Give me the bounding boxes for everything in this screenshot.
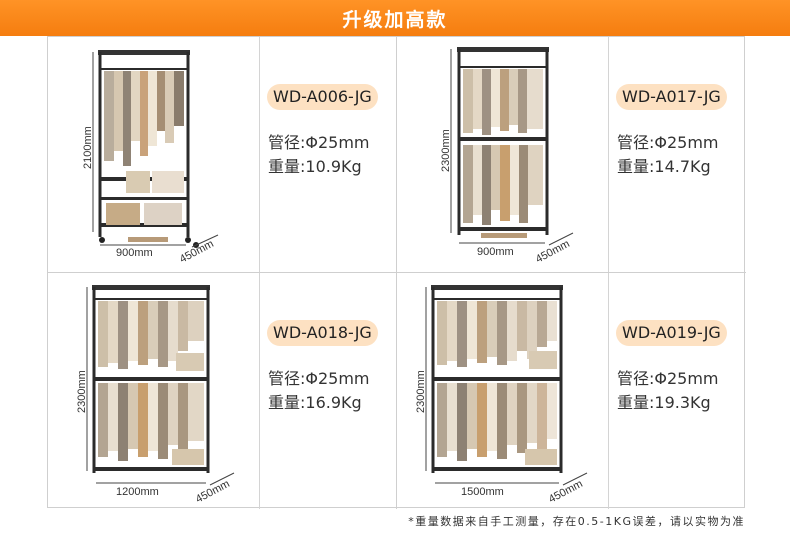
height-dimension-label: 2300mm xyxy=(415,370,427,413)
depth-dimension-label: 450mm xyxy=(534,238,572,266)
product-image: 2300mm 1500mm 450mm xyxy=(397,273,609,509)
pipe-spec: 管径:Φ25mm xyxy=(617,133,719,152)
model-badge: WD-A017-JG xyxy=(616,84,727,110)
header-banner: 升级加高款 xyxy=(0,0,790,36)
product-info: WD-A019-JG 管径:Φ25mm 重量:19.3Kg xyxy=(609,273,746,509)
product-info: WD-A018-JG 管径:Φ25mm 重量:16.9Kg xyxy=(260,273,396,509)
height-dimension-label: 2100mm xyxy=(82,126,94,169)
disclaimer-note: *重量数据来自手工测量，存在0.5-1KG误差，请以实物为准 xyxy=(408,515,745,528)
weight-spec: 重量:14.7Kg xyxy=(617,157,711,176)
weight-spec: 重量:10.9Kg xyxy=(268,157,362,176)
product-info: WD-A017-JG 管径:Φ25mm 重量:14.7Kg xyxy=(609,37,746,272)
depth-dimension-label: 450mm xyxy=(178,238,216,266)
product-grid: 2100mm 900mm 450mm WD-A006-JG 管径:Φ25mm 重… xyxy=(47,36,746,509)
depth-dimension-label: 450mm xyxy=(547,478,585,506)
width-dimension-label: 900mm xyxy=(477,246,514,258)
product-card: 2300mm 1200mm 450mm WD-A018-JG 管径:Φ25mm … xyxy=(48,273,397,509)
width-dimension-label: 1200mm xyxy=(116,486,159,498)
model-badge: WD-A018-JG xyxy=(267,320,378,346)
weight-spec: 重量:19.3Kg xyxy=(617,393,711,412)
product-image: 2300mm 1200mm 450mm xyxy=(48,273,260,509)
pipe-spec: 管径:Φ25mm xyxy=(268,369,370,388)
width-dimension-label: 900mm xyxy=(116,247,153,259)
product-image: 2300mm 900mm 450mm xyxy=(397,37,609,272)
header-title: 升级加高款 xyxy=(342,8,448,31)
pipe-spec: 管径:Φ25mm xyxy=(268,133,370,152)
model-badge: WD-A006-JG xyxy=(267,84,378,110)
product-card: 2300mm 1500mm 450mm WD-A019-JG 管径:Φ25mm … xyxy=(397,273,746,509)
model-badge: WD-A019-JG xyxy=(616,320,727,346)
depth-dimension-label: 450mm xyxy=(194,478,232,506)
pipe-spec: 管径:Φ25mm xyxy=(617,369,719,388)
width-dimension-label: 1500mm xyxy=(461,486,504,498)
product-info: WD-A006-JG 管径:Φ25mm 重量:10.9Kg xyxy=(260,37,396,272)
product-card: 2300mm 900mm 450mm WD-A017-JG 管径:Φ25mm 重… xyxy=(397,37,746,273)
height-dimension-label: 2300mm xyxy=(76,370,88,413)
weight-spec: 重量:16.9Kg xyxy=(268,393,362,412)
product-image: 2100mm 900mm 450mm xyxy=(48,37,260,272)
product-card: 2100mm 900mm 450mm WD-A006-JG 管径:Φ25mm 重… xyxy=(48,37,397,273)
height-dimension-label: 2300mm xyxy=(440,129,452,172)
